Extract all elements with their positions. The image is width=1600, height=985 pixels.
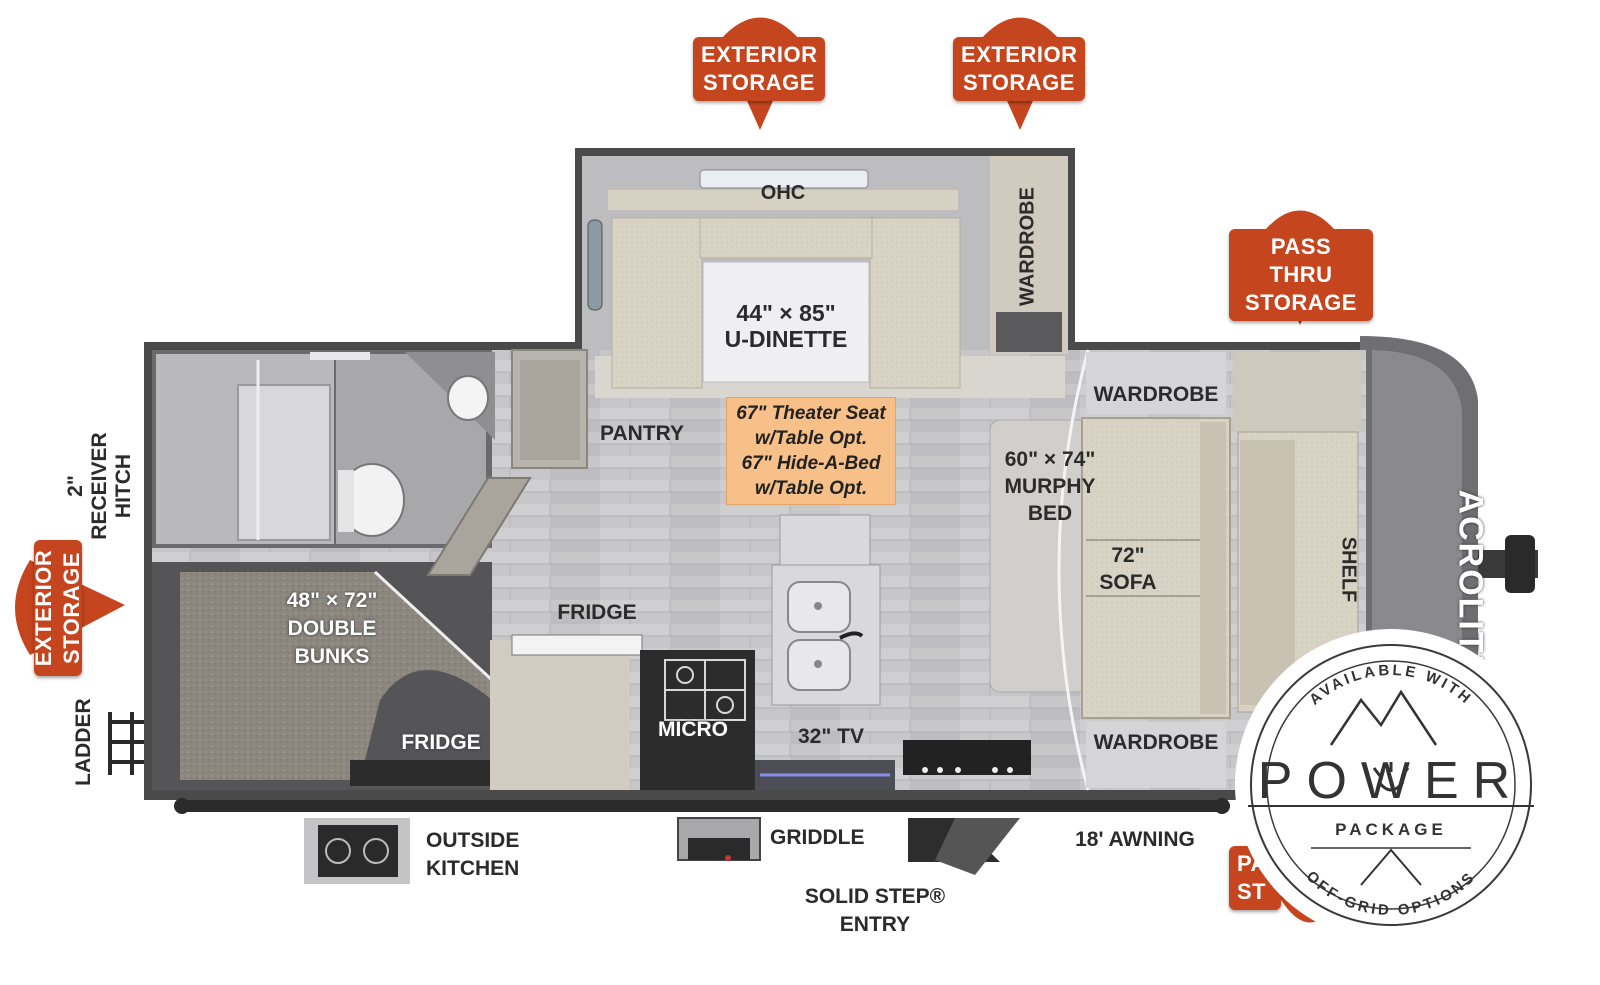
slide-wardrobe-label: WARDROBE bbox=[1016, 187, 1039, 306]
wardrobe-bottom-label: WARDROBE bbox=[1093, 731, 1219, 754]
dinette-label: 44" × 85" U-DINETTE bbox=[724, 300, 848, 353]
griddle-label: GRIDDLE bbox=[770, 826, 865, 849]
theater-seat-note: 67" Theater Seat w/Table Opt. 67" Hide-A… bbox=[726, 397, 896, 505]
outside-kitchen-label: OUTSIDE KITCHEN bbox=[426, 829, 520, 880]
murphy-bed-label: 60" × 74" MURPHY BED bbox=[1004, 448, 1096, 525]
power-package-badge: AVAILABLE WITH OFF-GRID OPTIONS POWER PA… bbox=[1236, 630, 1546, 940]
receiver-hitch-label: 2" RECEIVER HITCH bbox=[64, 432, 135, 540]
badge-subtitle: PACKAGE bbox=[1335, 820, 1447, 839]
exterior-storage-tag-2: EXTERIOR STORAGE bbox=[953, 37, 1085, 101]
pass-thru-storage-tag: PASS THRU STORAGE bbox=[1229, 229, 1373, 321]
ladder-label: LADDER bbox=[71, 698, 95, 786]
fridge-cabinet bbox=[490, 640, 630, 790]
bunks-label: 48" × 72" DOUBLE BUNKS bbox=[286, 589, 378, 668]
awning-label: 18' AWNING bbox=[1075, 828, 1195, 851]
exterior-storage-tag-1: EXTERIOR STORAGE bbox=[693, 37, 825, 101]
sun-icon bbox=[1372, 762, 1410, 792]
ohc-label: OHC bbox=[760, 182, 806, 204]
awning-rail bbox=[180, 800, 1225, 812]
solid-step-label: SOLID STEP® ENTRY bbox=[804, 885, 946, 936]
tv-label: 32" TV bbox=[798, 725, 864, 748]
wardrobe-top-label: WARDROBE bbox=[1093, 383, 1219, 406]
acrolite-logo-text: ACROLITE bbox=[1451, 489, 1490, 680]
badge-title: POWER bbox=[1258, 752, 1524, 810]
exterior-storage-tag-left: EXTERIOR STORAGE bbox=[31, 540, 84, 676]
fridge-bunk-label: FRIDGE bbox=[401, 731, 481, 754]
shelf-label: SHELF bbox=[1337, 536, 1360, 603]
fridge-main-label: FRIDGE bbox=[557, 601, 637, 624]
micro-label: MICRO bbox=[658, 718, 728, 741]
mountain-icon bbox=[1329, 689, 1438, 746]
ladder bbox=[108, 712, 144, 775]
sofa-label: 72" SOFA bbox=[1099, 544, 1157, 594]
pantry-label: PANTRY bbox=[600, 422, 684, 445]
badge-graphic: AVAILABLE WITH OFF-GRID OPTIONS POWER PA… bbox=[1248, 644, 1534, 926]
kitchen-island bbox=[779, 514, 871, 566]
